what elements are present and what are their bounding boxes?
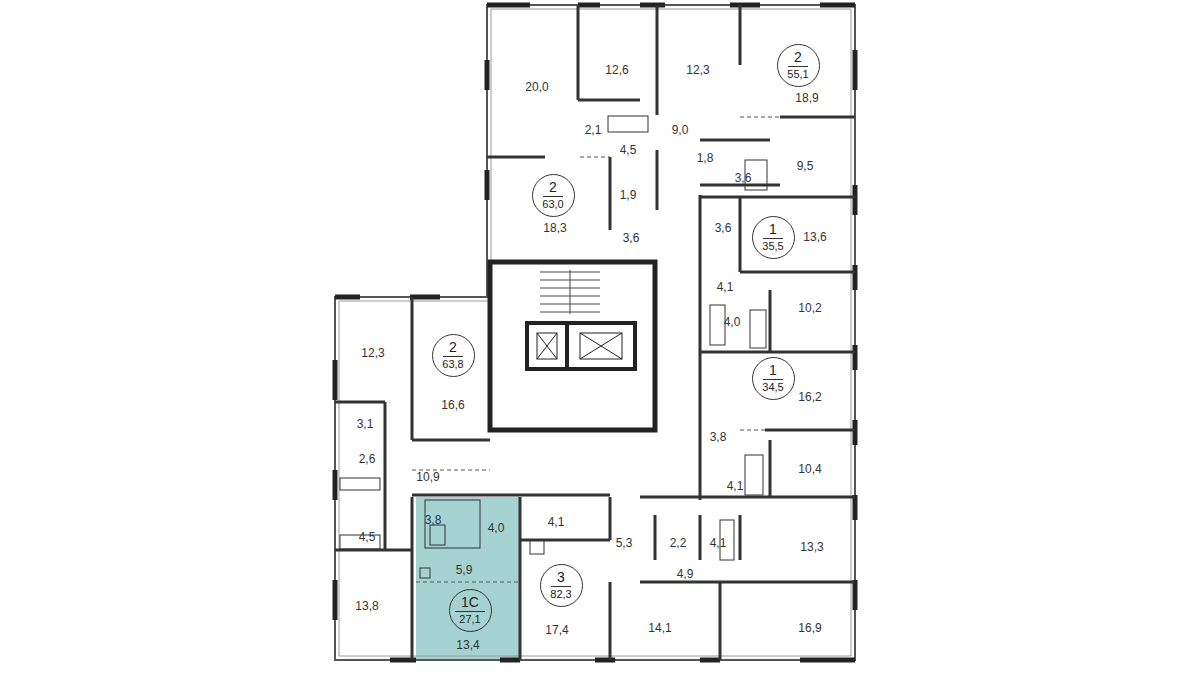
room-area: 12,3 [361, 347, 384, 359]
apartment-badge: 263,8 [432, 334, 475, 377]
room-area: 4,1 [710, 537, 727, 549]
room-area: 12,6 [605, 64, 628, 76]
room-count: 1С [455, 595, 485, 612]
room-area: 4,1 [727, 480, 744, 492]
room-area: 13,4 [456, 639, 479, 651]
room-area: 13,3 [800, 541, 823, 553]
room-area: 3,6 [715, 222, 732, 234]
room-area: 16,2 [798, 391, 821, 403]
room-area: 4,0 [488, 522, 505, 534]
apartment-badge: 382,3 [540, 564, 583, 607]
room-area: 3,6 [623, 232, 640, 244]
elevators [527, 323, 635, 369]
apartment-area: 63,8 [442, 357, 463, 370]
room-area: 3,1 [357, 418, 374, 430]
apartment-region: 3,8 4,0 5,9 13,4 1С27,1 [416, 497, 520, 660]
outer-wall [335, 5, 855, 660]
apartment-badge: 135,5 [752, 216, 795, 259]
room-area: 18,9 [795, 92, 818, 104]
room-area: 3,8 [425, 514, 442, 526]
room-area: 13,8 [355, 600, 378, 612]
room-area: 9,0 [672, 124, 689, 136]
zone-lines [412, 117, 780, 582]
room-area: 3,6 [735, 172, 752, 184]
outer-wall-inner [339, 9, 851, 656]
apartment-area: 82,3 [550, 587, 571, 600]
room-area: 4,1 [548, 516, 565, 528]
room-area: 10,4 [798, 463, 821, 475]
apartment-area: 35,5 [762, 239, 783, 252]
core [490, 262, 655, 430]
room-area: 1,9 [620, 189, 637, 201]
apartment-badge: 255,1 [777, 44, 820, 87]
room-area: 4,9 [677, 568, 694, 580]
apartment-area: 34,5 [762, 380, 783, 393]
room-area: 20,0 [525, 81, 548, 93]
stairs [540, 270, 600, 314]
room-area: 2,2 [670, 537, 687, 549]
room-area: 3,8 [710, 431, 727, 443]
room-area: 4,5 [620, 144, 637, 156]
room-area: 10,2 [798, 302, 821, 314]
room-area: 4,0 [724, 316, 741, 328]
room-area: 9,5 [797, 160, 814, 172]
apartment-area: 55,1 [787, 67, 808, 80]
apartment-badge: 263,0 [532, 174, 575, 217]
wall-piers [335, 5, 855, 660]
apartment-area: 27,1 [459, 612, 480, 625]
room-count: 3 [551, 570, 571, 587]
room-area: 12,3 [686, 64, 709, 76]
room-area: 16,6 [441, 399, 464, 411]
room-area: 14,1 [648, 622, 671, 634]
room-area: 5,9 [456, 564, 473, 576]
room-area: 18,3 [543, 222, 566, 234]
room-area: 4,5 [359, 531, 376, 543]
room-area: 2,6 [359, 453, 376, 465]
room-count: 1 [763, 222, 783, 239]
apartment-area: 63,0 [542, 197, 563, 210]
apartment-badge: 134,5 [752, 357, 795, 400]
room-count: 2 [543, 180, 563, 197]
room-area: 17,4 [545, 624, 568, 636]
room-area: 10,9 [416, 471, 439, 483]
room-area: 1,8 [697, 152, 714, 164]
apartment-badge: 1С27,1 [449, 589, 492, 632]
room-area: 5,3 [616, 537, 633, 549]
room-area: 4,1 [717, 281, 734, 293]
room-count: 2 [788, 50, 808, 67]
room-area: 2,1 [585, 124, 602, 136]
room-area: 16,9 [798, 622, 821, 634]
room-area: 13,6 [803, 231, 826, 243]
interior-walls [335, 5, 855, 660]
fixtures [340, 116, 767, 578]
room-count: 2 [443, 340, 463, 357]
room-count: 1 [763, 363, 783, 380]
highlight-fill [416, 497, 520, 660]
